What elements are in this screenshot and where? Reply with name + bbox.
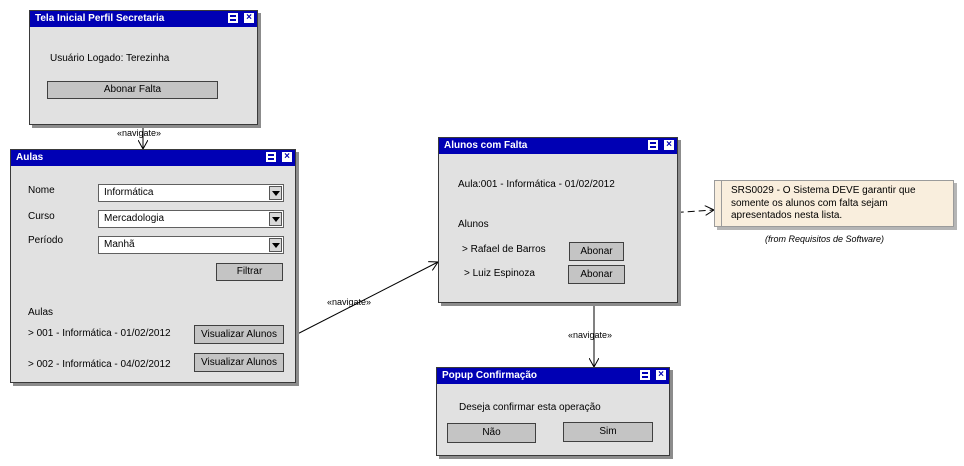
periodo-label: Período [28,235,64,246]
close-icon[interactable]: × [244,13,254,23]
abonar-button[interactable]: Abonar [569,242,624,261]
note-source: (from Requisitos de Software) [765,234,885,244]
chevron-down-icon[interactable] [269,238,282,252]
close-icon[interactable]: × [282,152,292,162]
no-button[interactable]: Não [447,423,536,443]
window-controls: × [266,152,292,164]
logged-user-label: Usuário Logado: Terezinha [50,53,170,64]
window-controls: × [640,370,666,382]
maximize-icon[interactable] [266,152,276,162]
abonar-button[interactable]: Abonar [568,265,625,284]
visualizar-alunos-button[interactable]: Visualizar Alunos [194,325,284,344]
window-alunos-com-falta: Alunos com Falta × Aula:001 - Informátic… [438,137,678,303]
visualizar-alunos-button[interactable]: Visualizar Alunos [194,353,284,372]
close-icon[interactable]: × [656,370,666,380]
window-titlebar: Aulas × [11,150,295,166]
window-titlebar: Alunos com Falta × [439,138,677,154]
list-item: > 002 - Informática - 04/02/2012 [28,359,171,370]
curso-label: Curso [28,211,55,222]
maximize-icon[interactable] [648,140,658,150]
window-controls: × [648,140,674,152]
window-popup-confirmacao: Popup Confirmação × Deseja confirmar est… [436,367,670,456]
window-titlebar: Popup Confirmação × [437,368,669,384]
requirement-note: SRS0029 - O Sistema DEVE garantir que so… [714,180,954,227]
nome-select-value: Informática [104,187,154,198]
navigate-label-3: «navigate» [568,330,613,340]
periodo-select[interactable]: Manhã [98,236,284,254]
close-icon[interactable]: × [664,140,674,150]
window-aulas: Aulas × Nome Informática Curso Mercadolo… [10,149,296,383]
navigate-label-2: «navigate» [327,297,372,307]
maximize-icon[interactable] [228,13,238,23]
window-title: Tela Inicial Perfil Secretaria [35,13,165,24]
nome-label: Nome [28,185,55,196]
navigate-label-1: «navigate» [117,128,162,138]
navigate-link-aulas-to-alunos [267,262,438,350]
curso-select-value: Mercadologia [104,213,165,224]
filtrar-button[interactable]: Filtrar [216,263,283,281]
abonar-falta-button[interactable]: Abonar Falta [47,81,218,99]
window-tela-inicial: Tela Inicial Perfil Secretaria × Usuário… [29,10,258,125]
alunos-label: Alunos [458,219,489,230]
window-title: Popup Confirmação [442,370,538,381]
list-item: > 001 - Informática - 01/02/2012 [28,328,171,339]
nome-select[interactable]: Informática [98,184,284,202]
aulas-list-label: Aulas [28,307,54,318]
aula-label: Aula:001 - Informática - 01/02/2012 [458,179,615,190]
window-title: Alunos com Falta [444,140,528,151]
list-item: > Rafael de Barros [462,244,546,255]
chevron-down-icon[interactable] [269,186,282,200]
maximize-icon[interactable] [640,370,650,380]
confirm-message: Deseja confirmar esta operação [459,402,601,413]
periodo-select-value: Manhã [104,239,135,250]
note-divider [721,181,722,226]
window-controls: × [228,13,254,25]
chevron-down-icon[interactable] [269,212,282,226]
yes-button[interactable]: Sim [563,422,653,442]
note-text: SRS0029 - O Sistema DEVE garantir que so… [731,185,916,221]
window-title: Aulas [16,152,44,163]
curso-select[interactable]: Mercadologia [98,210,284,228]
window-titlebar: Tela Inicial Perfil Secretaria × [30,11,257,27]
list-item: > Luiz Espinoza [464,268,535,279]
